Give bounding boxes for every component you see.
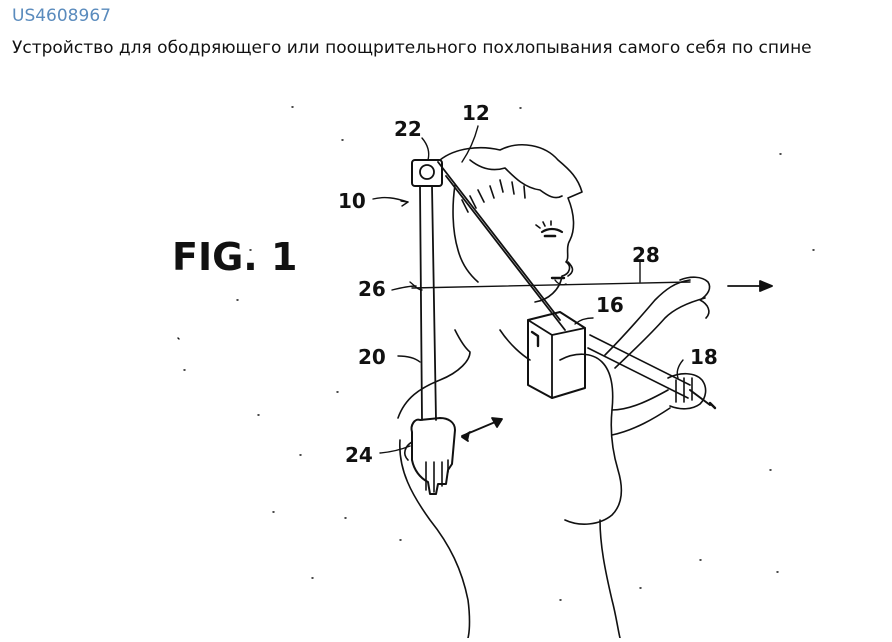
patent-number-link[interactable]: US4608967 <box>12 6 111 26</box>
ref-number-28: 28 <box>632 243 660 267</box>
ref-number-10: 10 <box>338 189 366 213</box>
ref-number-18: 18 <box>690 345 718 369</box>
ref-number-16: 16 <box>596 293 624 317</box>
slapping-hand <box>403 417 456 495</box>
ref-number-26: 26 <box>358 277 386 301</box>
motion-arrows <box>461 280 773 442</box>
ref-number-22: 22 <box>394 117 422 141</box>
ref-number-20: 20 <box>358 345 386 369</box>
leader-lines <box>372 125 684 454</box>
figure-label: FIG. 1 <box>172 235 297 279</box>
background-specks <box>177 106 815 601</box>
body-outline <box>397 276 711 639</box>
device-frame <box>409 159 711 421</box>
ref-number-12: 12 <box>462 101 490 125</box>
patent-drawing-svg: FIG. 1 10 12 22 16 18 20 24 26 28 <box>172 101 815 639</box>
ref-number-24: 24 <box>345 443 373 467</box>
post-title: Устройство для ободряющего или поощрител… <box>12 38 812 58</box>
head-outline <box>439 144 583 303</box>
patent-drawing: FIG. 1 10 12 22 16 18 20 24 26 28 <box>0 80 892 639</box>
